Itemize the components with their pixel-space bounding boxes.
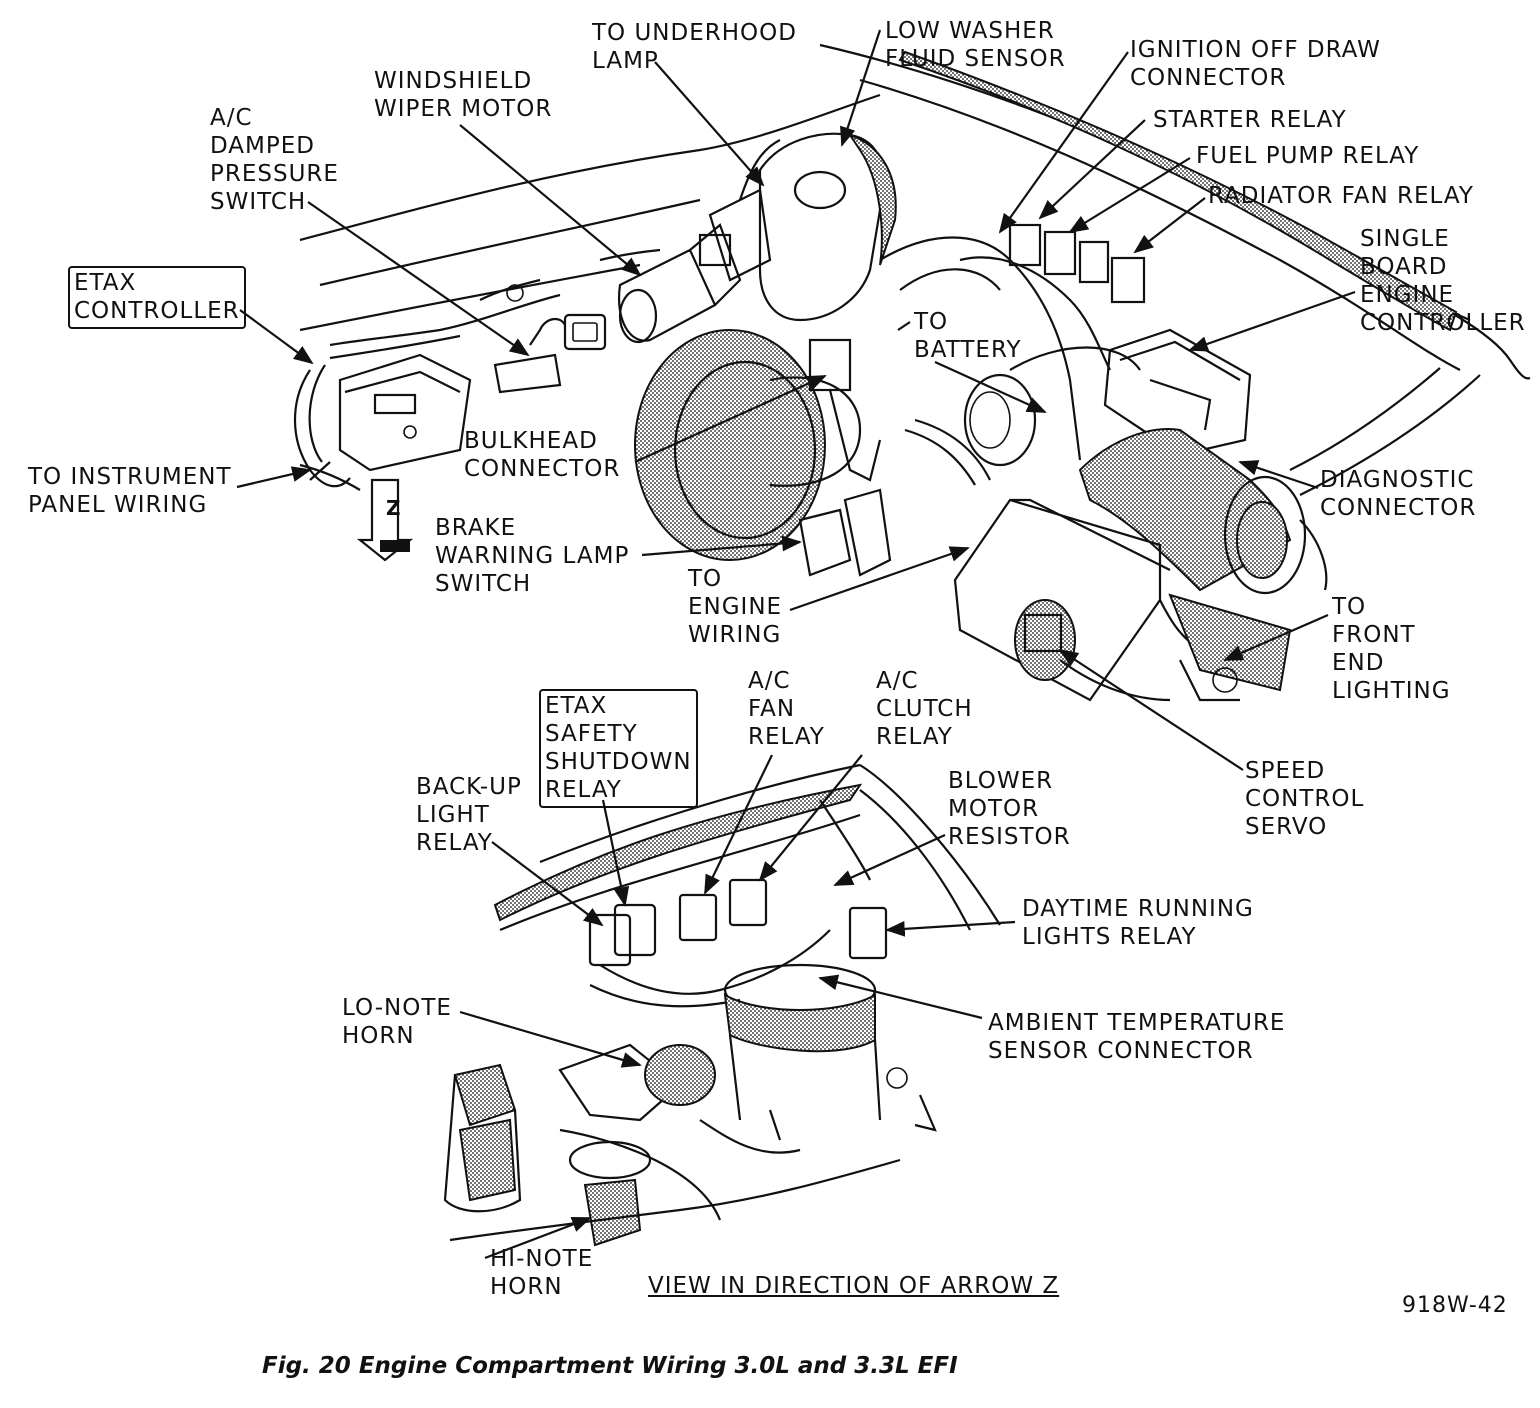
label-radiator-fan-relay: RADIATOR FAN RELAY (1208, 183, 1474, 209)
ac-damped-switch-drawing (479, 278, 607, 394)
etax-controller-drawing (294, 293, 561, 491)
horn-drawing (443, 1043, 937, 1247)
lower-relay-cluster-drawing (588, 878, 888, 1008)
washer-reservoir-drawing (698, 132, 897, 322)
air-intake-drawing (1078, 428, 1328, 595)
relay-row-drawing (959, 223, 1146, 371)
lower-canister-drawing (723, 963, 882, 1121)
figure-caption: Fig. 20 Engine Compartment Wiring 3.0L a… (262, 1353, 958, 1379)
label-starter-relay: STARTER RELAY (1153, 107, 1347, 133)
leader-lines (236, 29, 1356, 1260)
arrow-z-indicator (356, 478, 414, 562)
label-fuel-pump-relay: FUEL PUMP RELAY (1196, 143, 1420, 169)
label-view-arrow-z: VIEW IN DIRECTION OF ARROW Z (648, 1273, 1060, 1299)
engine-controller-drawing (1103, 328, 1252, 457)
arrow-z-letter: Z (386, 496, 402, 520)
upper-body-outline (299, 43, 1531, 496)
brake-booster-drawing (634, 329, 892, 577)
lower-body-outline (493, 763, 1001, 932)
figure-code: 918W-42 (1402, 1293, 1508, 1318)
